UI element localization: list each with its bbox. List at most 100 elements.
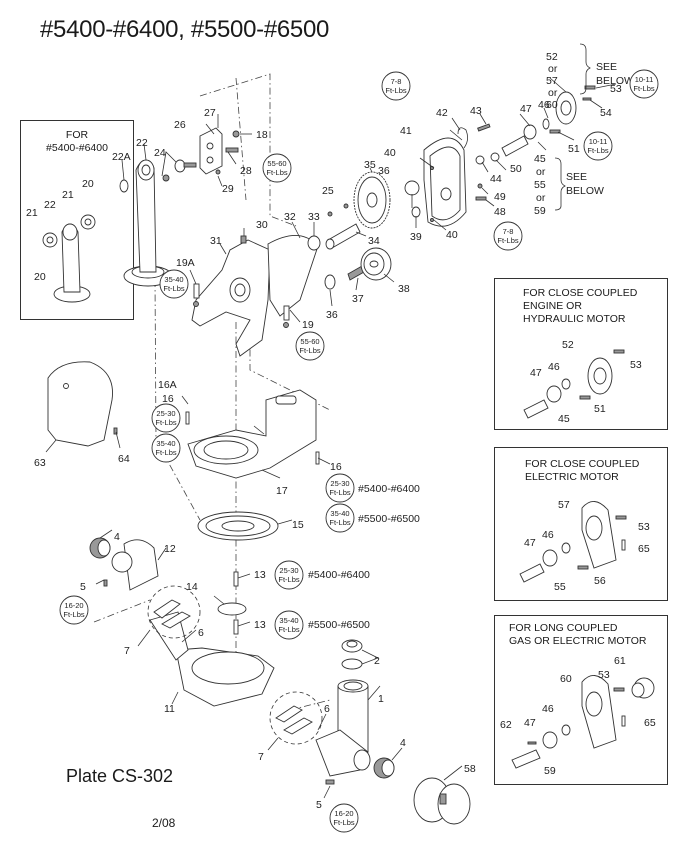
- alt-part-label: 59: [534, 205, 546, 217]
- part-dipstick-42: [457, 127, 468, 149]
- svg-text:Ft-Lbs: Ft-Lbs: [329, 518, 351, 527]
- part-crankshaft: [325, 223, 361, 250]
- label-46: 46: [548, 361, 560, 373]
- part-54: [582, 97, 592, 101]
- label-19a: 19A: [176, 257, 195, 269]
- inset-electric-drawing: [519, 501, 627, 583]
- see-below-lower-1: SEE: [566, 171, 587, 183]
- svg-text:10-11: 10-11: [635, 75, 654, 84]
- label-34: 34: [368, 235, 380, 247]
- label-36: 36: [378, 165, 390, 177]
- diagram-title: #5400-#6400, #5500-#6500: [40, 16, 330, 43]
- inset-title-line: FOR CLOSE COUPLED: [523, 287, 638, 299]
- torque-specs: 7-8 Ft-Lbs 10-11 Ft-Lbs 10-11 Ft-Lbs 55-…: [59, 69, 659, 833]
- torque-circle: 55-60 Ft-Lbs: [262, 153, 292, 183]
- label-4: 4: [400, 737, 406, 749]
- svg-text:Ft-Lbs: Ft-Lbs: [278, 625, 300, 634]
- part-bearing-33: [307, 235, 321, 251]
- svg-text:Ft-Lbs: Ft-Lbs: [385, 86, 407, 95]
- inset-title: FOR CLOSE COUPLED ENGINE OR HYDRAULIC MO…: [523, 287, 637, 326]
- svg-text:10-11: 10-11: [589, 137, 608, 146]
- model-note-5400: #5400-#6400: [358, 483, 420, 495]
- or-label: or: [548, 63, 558, 75]
- torque-circle: 10-11 Ft-Lbs: [629, 69, 659, 99]
- label-11: 11: [164, 703, 175, 715]
- part-base: [187, 389, 317, 479]
- bracket-upper: [579, 43, 591, 95]
- part-40b: [430, 218, 434, 222]
- label-27: 27: [204, 107, 216, 119]
- label-21: 21: [26, 207, 38, 219]
- label-32: 32: [284, 211, 296, 223]
- bracket-lower: [554, 157, 566, 211]
- inset-title-line: FOR CLOSE COUPLED: [525, 458, 640, 470]
- part-washer-19a: [193, 301, 199, 307]
- part-strainer: [413, 777, 471, 825]
- part-discharge-pipe: [315, 679, 371, 777]
- label-63: 63: [34, 457, 46, 469]
- part-53: [584, 85, 596, 90]
- torque-circle: 55-60 Ft-Lbs: [295, 331, 325, 361]
- label-40: 40: [446, 229, 458, 241]
- inset-title-line: HYDRAULIC MOTOR: [523, 313, 626, 325]
- part-25a: [327, 211, 333, 217]
- label-36: 36: [326, 309, 338, 321]
- label-53: 53: [638, 521, 650, 533]
- part-bearing-36b: [404, 180, 420, 196]
- label-22: 22: [136, 137, 148, 149]
- or-label: or: [536, 166, 546, 178]
- label-31: 31: [210, 235, 222, 247]
- label-61: 61: [614, 655, 626, 667]
- part-43: [477, 123, 491, 132]
- svg-text:Ft-Lbs: Ft-Lbs: [329, 488, 351, 497]
- svg-text:Ft-Lbs: Ft-Lbs: [155, 418, 177, 427]
- part-valve-7a: [147, 585, 201, 639]
- label-45: 45: [558, 413, 570, 425]
- part-51: [549, 129, 561, 134]
- label-41: 41: [400, 125, 412, 137]
- label-1: 1: [378, 693, 384, 705]
- label-26: 26: [174, 119, 186, 131]
- part-input-shaft: [490, 118, 550, 162]
- part-check-valve-2: [341, 639, 363, 670]
- label-58: 58: [464, 763, 476, 775]
- label-13: 13: [254, 569, 266, 581]
- label-40: 40: [384, 147, 396, 159]
- model-note-5500: #5500-#6500: [308, 619, 370, 631]
- alt-part-label: 45: [534, 153, 546, 165]
- svg-text:Ft-Lbs: Ft-Lbs: [266, 168, 288, 177]
- part-flange: [555, 91, 577, 125]
- part-cover: [423, 137, 467, 227]
- part-bolt-19a: [193, 283, 200, 299]
- label-17: 17: [276, 485, 288, 497]
- part-bolt-16a: [185, 411, 190, 425]
- inset-long-drawing: [511, 675, 655, 769]
- svg-text:35-40: 35-40: [330, 509, 349, 518]
- label-16: 16: [162, 393, 174, 405]
- alt-part-label: 52: [546, 51, 558, 63]
- svg-text:Ft-Lbs: Ft-Lbs: [633, 84, 655, 93]
- inset-title-line: #5400-#6400: [46, 142, 108, 154]
- label-6: 6: [198, 627, 204, 639]
- torque-circle: 35-40 Ft-Lbs: [159, 269, 189, 299]
- label-4: 4: [114, 531, 120, 543]
- label-5: 5: [80, 581, 86, 593]
- leader-lines: [45, 77, 617, 799]
- label-5: 5: [316, 799, 322, 811]
- label-53: 53: [610, 83, 622, 95]
- label-48: 48: [494, 206, 506, 218]
- inset-title-line: GAS OR ELECTRIC MOTOR: [509, 635, 647, 647]
- label-7: 7: [124, 645, 130, 657]
- see-below-upper-2: BELOW: [596, 75, 634, 87]
- label-47: 47: [530, 367, 542, 379]
- torque-circle: 16-20 Ft-Lbs: [59, 595, 89, 625]
- part-13b: [233, 619, 239, 635]
- label-55: 55: [554, 581, 566, 593]
- label-47: 47: [524, 717, 536, 729]
- part-bolt-19: [283, 305, 290, 321]
- label-43: 43: [470, 105, 482, 117]
- label-56: 56: [594, 575, 606, 587]
- part-plate-14: [217, 602, 247, 616]
- torque-circle: 7-8 Ft-Lbs: [493, 221, 523, 251]
